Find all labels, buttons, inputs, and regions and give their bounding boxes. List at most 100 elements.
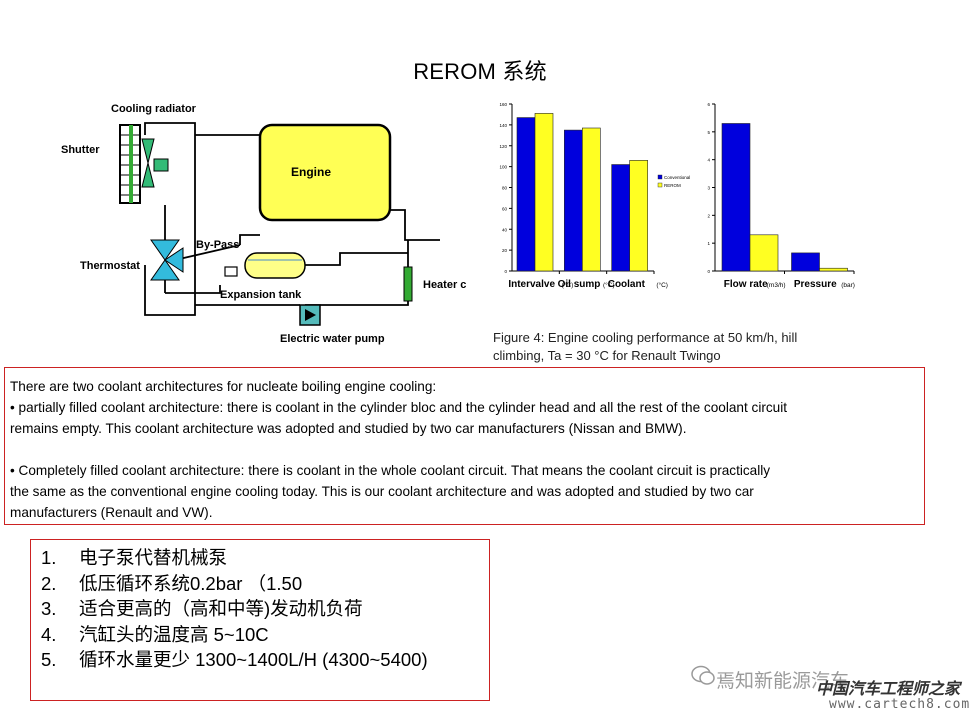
notes-box: There are two coolant architectures for …	[4, 367, 925, 525]
y-tick-label: 4	[707, 158, 710, 163]
thermostat-valve-icon	[164, 247, 184, 273]
wechat-icon	[691, 665, 715, 685]
cooling-circuit-diagram: Cooling radiator Shutter Engine By-Pass …	[61, 103, 466, 345]
pipe-to-tank	[165, 285, 221, 294]
category-label: Flow rate	[724, 279, 768, 290]
pump-arrow-icon	[305, 309, 316, 321]
list-item: 2. 低压循环系统0.2bar （1.50	[41, 571, 489, 597]
list-text: 汽缸头的温度高 5~10C	[79, 623, 269, 645]
y-tick-label: 6	[707, 102, 710, 107]
fan-motor-icon	[153, 158, 169, 172]
category-label: Coolant	[608, 279, 646, 290]
bar	[721, 123, 751, 272]
label-pump: Electric water pump	[280, 333, 385, 345]
list-number: 1.	[41, 547, 57, 568]
label-by-pass: By-Pass	[196, 239, 239, 251]
notes-bullet-line: • partially filled coolant architecture:…	[10, 400, 788, 415]
expansion-tank	[244, 252, 306, 279]
category-unit: (bar)	[841, 282, 855, 289]
watermark-wechat: 焉知新能源汽车	[716, 671, 850, 692]
category-unit: (°C)	[603, 281, 615, 289]
heater-core	[403, 266, 413, 302]
pipe-heater-return	[305, 209, 440, 306]
label-heater: Heater c	[423, 279, 466, 291]
tank-cap-icon	[224, 266, 238, 277]
bar	[749, 234, 779, 272]
page-title: REROM 系统	[413, 59, 547, 84]
y-tick-label: 120	[499, 144, 507, 149]
list-number: 4.	[41, 623, 57, 645]
pipe-left-outer	[144, 122, 196, 316]
bar	[819, 267, 848, 272]
fan-blade-icon	[141, 162, 155, 188]
y-tick-label: 1	[707, 241, 710, 246]
list-item: 4. 汽缸头的温度高 5~10C	[41, 622, 489, 648]
caption-line: Figure 4: Engine cooling performance at …	[493, 330, 798, 345]
watermark-brand: 中国汽车工程师之家	[816, 681, 961, 698]
bar	[564, 129, 583, 272]
y-tick-label: 80	[502, 186, 508, 191]
list-item: 5. 循环水量更少 1300~1400L/H (4300~5400)	[41, 647, 489, 673]
category-label: Intervalve	[508, 279, 555, 290]
category-label: Oil sump	[558, 279, 601, 290]
y-tick-label: 40	[502, 227, 508, 232]
category-unit: (m3/h)	[767, 282, 786, 289]
engine-block	[258, 123, 392, 222]
list-item: 3. 适合更高的（高和中等)发动机负荷	[41, 596, 489, 622]
list-number: 5.	[41, 649, 57, 671]
label-engine: Engine	[291, 165, 331, 179]
y-tick-label: 160	[499, 102, 507, 107]
y-tick-label: 5	[707, 130, 710, 135]
pipe-bypass-engine	[239, 234, 260, 245]
label-shutter: Shutter	[61, 144, 100, 156]
y-tick-label: 3	[707, 186, 710, 191]
label-thermostat: Thermostat	[80, 260, 140, 272]
list-number: 3.	[41, 598, 57, 620]
bar	[516, 117, 536, 272]
list-number: 2.	[41, 572, 57, 594]
category-label: Pressure	[794, 279, 837, 290]
y-tick-label: 100	[499, 165, 507, 170]
y-tick-label: 0	[707, 269, 710, 274]
pipe-tank-heater	[305, 252, 408, 266]
bar	[611, 164, 630, 272]
legend-swatch	[657, 174, 663, 180]
bar	[629, 160, 648, 272]
summary-list: 1. 电子泵代替机械泵 2. 低压循环系统0.2bar （1.50 3. 适合更高的（…	[30, 539, 490, 701]
list-text: 适合更高的（高和中等)发动机负荷	[79, 598, 363, 620]
radiator-shutter	[129, 125, 133, 203]
bar	[534, 113, 554, 272]
thermostat-valve-icon	[150, 239, 180, 261]
category-unit: (°C)	[562, 281, 574, 289]
watermark-url: www.cartech8.com	[829, 697, 970, 712]
label-expansion-tank: Expansion tank	[220, 289, 302, 301]
notes-bullet-line: the same as the conventional engine cool…	[10, 484, 754, 499]
y-tick-label: 2	[707, 213, 710, 218]
list-text: 电子泵代替机械泵	[79, 547, 228, 568]
y-tick-label: 140	[499, 123, 507, 128]
legend-swatch	[657, 182, 663, 188]
notes-bullet-line: remains empty. This coolant architecture…	[10, 421, 687, 436]
legend-label: Conventional	[664, 175, 690, 180]
figure-caption: Figure 4: Engine cooling performance at …	[493, 329, 863, 365]
list-item: 1. 电子泵代替机械泵	[41, 545, 489, 571]
list-text: 循环水量更少 1300~1400L/H (4300~5400)	[79, 649, 428, 671]
thermostat-valve-icon	[150, 259, 180, 281]
fan-blade-icon	[141, 138, 155, 164]
y-tick-label: 60	[502, 206, 508, 211]
notes-bullet-line: • Completely filled coolant architecture…	[10, 463, 771, 478]
legend-label: REROM	[664, 183, 681, 188]
y-tick-label: 0	[504, 269, 507, 274]
notes-intro: There are two coolant architectures for …	[10, 379, 437, 394]
pipe-bypass	[174, 244, 241, 261]
bar	[791, 252, 820, 272]
bar	[582, 127, 601, 272]
caption-line: climbing, Ta = 30 °C for Renault Twingo	[493, 348, 721, 363]
label-cooling-radiator: Cooling radiator	[111, 103, 197, 115]
list-text: 低压循环系统0.2bar （1.50	[79, 572, 303, 594]
y-tick-label: 20	[502, 248, 508, 253]
category-unit: (°C)	[656, 281, 668, 289]
notes-bullet-line: manufacturers (Renault and VW).	[10, 505, 213, 520]
